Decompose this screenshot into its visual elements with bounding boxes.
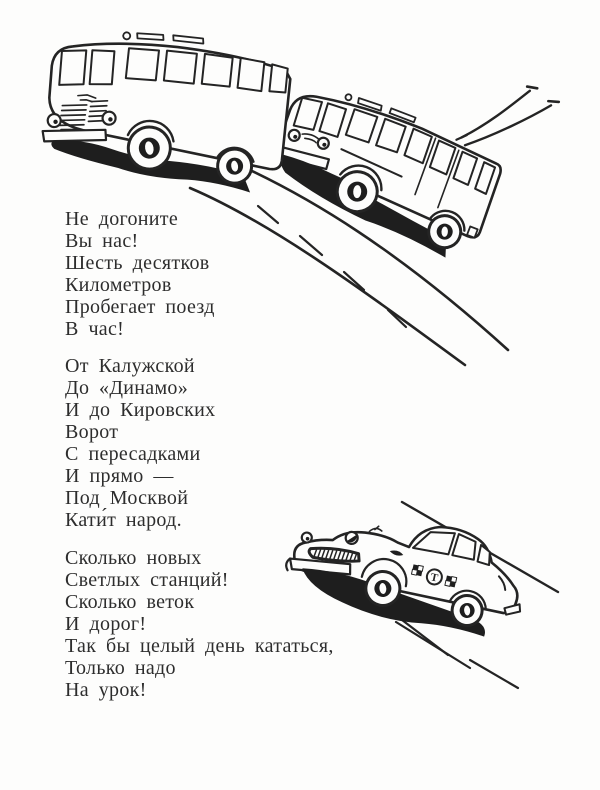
taxi-bumper-curl xyxy=(285,557,292,572)
road-dash xyxy=(386,308,408,329)
stanza-2: От Калужской До «Динамо» И до Кировских … xyxy=(65,355,395,531)
stanza-3: Сколько новых Светлых станций! Сколько в… xyxy=(65,547,395,701)
trolleybus-wheel-arch xyxy=(339,164,383,192)
poem-line: Так бы целый день кататься, xyxy=(65,635,334,657)
taxi-headlights xyxy=(300,530,359,545)
taxi-sign-letter: Т xyxy=(429,571,439,584)
road-dash xyxy=(394,620,472,670)
bus-side-windows xyxy=(124,47,289,94)
trolleybus-wheel-arch xyxy=(429,209,466,232)
trolleybus-windshield xyxy=(292,96,348,138)
taxi-wheel-arch xyxy=(360,557,408,588)
taxi-sign-circle xyxy=(425,568,443,586)
road-dash xyxy=(256,204,280,225)
poem-line: Сколько веток xyxy=(65,591,195,613)
trolleybus-headlights xyxy=(287,128,330,150)
trolleybus-illustration xyxy=(274,85,561,258)
trolleybus-front-wheel xyxy=(335,170,379,214)
bus-wheel-arch xyxy=(216,146,255,163)
bus-grille xyxy=(58,99,109,131)
poem-line: До «Динамо» xyxy=(65,377,189,399)
poem-line: Сколько новых xyxy=(65,547,202,569)
taxi-front-wheel xyxy=(364,569,402,607)
trolley-poles xyxy=(455,85,561,147)
bus-illustration xyxy=(41,31,292,193)
bus-windshield xyxy=(58,49,116,86)
taxi-hood-ornament xyxy=(368,525,383,533)
poem-line: Не догоните xyxy=(65,208,179,230)
poem-line: Километров xyxy=(65,274,172,296)
taxi-windows xyxy=(411,531,491,567)
taxi-grille xyxy=(307,546,361,563)
stanza-1: Не догоните Вы нас! Шесть десятков Килом… xyxy=(65,208,395,340)
bus-wheel-arch xyxy=(126,119,175,143)
taxi-front-bumper xyxy=(288,557,352,576)
poem-line: Под Москвой xyxy=(65,487,189,509)
poem-line: В час! xyxy=(65,318,125,340)
poem-line: И дорог! xyxy=(65,613,147,635)
poem-line: Шесть десятков xyxy=(65,252,210,274)
taxi-trunk-line xyxy=(497,575,507,591)
bus-rear-wheel xyxy=(216,147,254,185)
poem-line: Кати́т народ. xyxy=(65,509,182,531)
bus-headlights xyxy=(46,110,117,129)
trolleybus-roof-vents xyxy=(344,93,417,124)
poem-line: И до Кировских xyxy=(65,399,216,421)
bus-front-wheel xyxy=(126,125,172,171)
poem-line: И прямо — xyxy=(65,465,174,487)
poem-line: Только надо xyxy=(65,657,176,679)
road-dash xyxy=(342,270,366,292)
trolleybus-rear-step xyxy=(466,225,479,239)
taxi-checker-band: Т xyxy=(410,564,458,588)
trolleybus-door-seam xyxy=(414,137,437,196)
poem-line: На урок! xyxy=(65,679,147,701)
taxi-fender-marker xyxy=(389,550,404,556)
poem-line: От Калужской xyxy=(65,355,195,377)
bus-emblem xyxy=(77,94,97,103)
trolleybus-rear-wheel xyxy=(427,214,463,250)
trolleybus-door-seam xyxy=(437,149,460,209)
trolleybus-side-windows xyxy=(344,108,497,195)
poem-line: Ворот xyxy=(65,421,119,443)
poem-line: Светлых станций! xyxy=(65,569,229,591)
bus-roof-vents xyxy=(122,31,205,45)
road-dash xyxy=(298,234,324,257)
poem-line: Вы нас! xyxy=(65,230,139,252)
road-dash xyxy=(468,658,520,690)
taxi-rear-wheel xyxy=(450,593,484,627)
trolleybus-trim-line xyxy=(340,148,403,178)
bus-bumper xyxy=(41,128,108,143)
taxi-rear-bumper xyxy=(503,603,522,616)
taxi-illustration: Т xyxy=(285,525,522,637)
poem-line: С пересадками xyxy=(65,443,201,465)
top-road xyxy=(188,158,510,367)
taxi-wheel-arch xyxy=(448,589,487,611)
poem-line: Пробегает поезд xyxy=(65,296,215,318)
